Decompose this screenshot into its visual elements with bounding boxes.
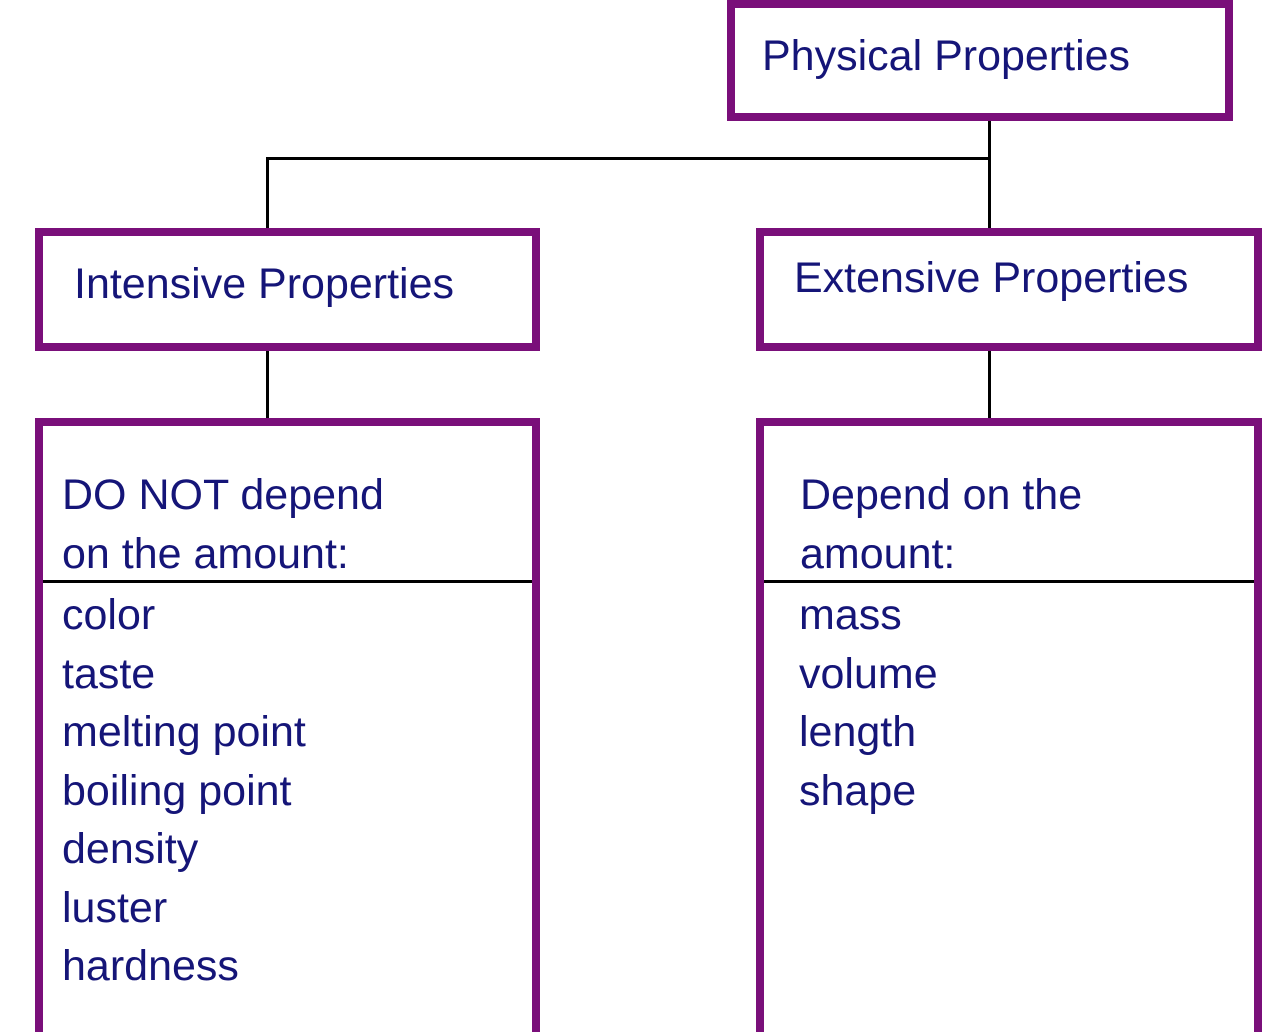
connector-extensive-to-list <box>988 347 991 422</box>
extensive-properties-title: Extensive Properties <box>794 254 1189 302</box>
list-item: hardness <box>62 942 239 990</box>
list-item: length <box>799 708 917 756</box>
list-item: mass <box>799 591 902 639</box>
intensive-properties-box: Intensive Properties <box>35 228 540 351</box>
extensive-divider <box>764 580 1254 583</box>
list-item: taste <box>62 649 156 698</box>
connector-to-intensive <box>266 157 269 232</box>
list-item: density <box>62 825 199 873</box>
intensive-description-line2: on the amount: <box>62 530 349 578</box>
extensive-properties-box: Extensive Properties <box>756 228 1262 351</box>
list-item: luster <box>62 883 168 932</box>
connector-to-extensive <box>988 157 991 232</box>
connector-root-down <box>988 116 991 160</box>
connector-horizontal <box>266 157 991 160</box>
extensive-description-line2: amount: <box>800 530 956 578</box>
list-item: volume <box>799 649 938 698</box>
intensive-divider <box>43 580 532 583</box>
physical-properties-box: Physical Properties <box>727 0 1233 121</box>
list-item: shape <box>799 766 917 815</box>
intensive-list-box: DO NOT depend on the amount: color taste… <box>35 418 540 1032</box>
list-item: color <box>62 591 156 639</box>
extensive-items-list: mass volume length shape <box>799 586 938 820</box>
intensive-items-list: color taste melting point boiling point … <box>62 586 306 996</box>
physical-properties-title: Physical Properties <box>762 32 1131 80</box>
intensive-description: DO NOT depend on the amount: <box>62 466 384 584</box>
list-item: boiling point <box>62 766 292 815</box>
extensive-description: Depend on the amount: <box>800 466 1082 584</box>
extensive-description-line1: Depend on the <box>800 471 1083 519</box>
intensive-properties-title: Intensive Properties <box>74 260 455 308</box>
extensive-list-box: Depend on the amount: mass volume length… <box>756 418 1262 1032</box>
connector-intensive-to-list <box>266 347 269 422</box>
intensive-description-line1: DO NOT depend <box>62 471 384 519</box>
list-item: melting point <box>62 708 306 756</box>
